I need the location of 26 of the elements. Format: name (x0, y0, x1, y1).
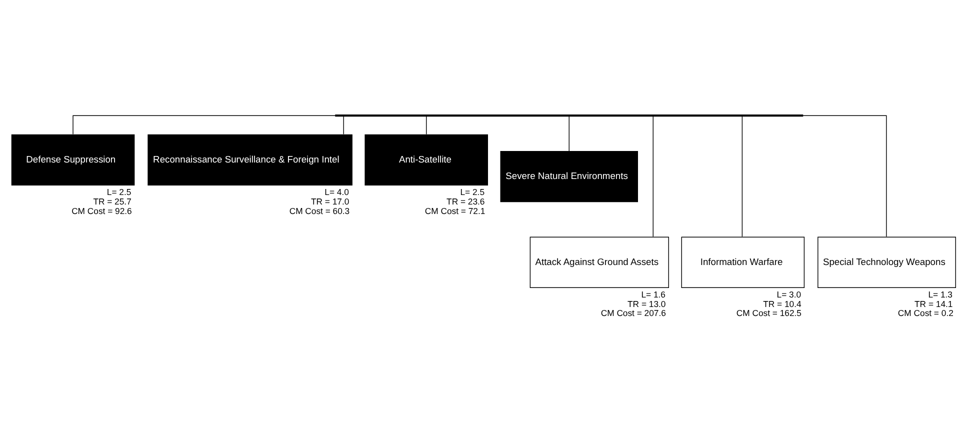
connector (802, 115, 887, 238)
node-label: CM Cost = 72.1 (424, 206, 486, 216)
node-label: TR = 10.4 (763, 298, 802, 309)
connector (568, 116, 570, 152)
node-label: TR = 13.0 (628, 298, 666, 309)
node-label: TR = 17.0 (310, 196, 350, 206)
node-label: L= 3.0 (776, 289, 802, 300)
connector (343, 116, 344, 135)
connector (742, 116, 743, 237)
node-label: L= 1.6 (641, 289, 666, 300)
node-label: CM Cost = 207.6 (600, 308, 666, 318)
connector (426, 116, 427, 135)
node-label: TR = 25.7 (93, 196, 132, 206)
node-label: CM Cost = 162.5 (736, 308, 802, 318)
node-label: L= 1.3 (928, 289, 952, 300)
node-label: L= 2.5 (460, 186, 485, 197)
node-label: CM Cost = 92.6 (72, 206, 132, 216)
node-label: CM Cost = 0.2 (898, 308, 954, 318)
node-label: TR = 23.6 (446, 196, 485, 206)
node-label: CM Cost = 60.3 (289, 206, 350, 216)
node-label: TR = 14.1 (914, 298, 953, 309)
node-label: L= 2.5 (106, 186, 132, 197)
node-bar (335, 114, 804, 117)
node-label: L= 4.0 (324, 186, 349, 197)
connector (652, 116, 654, 237)
connector (72, 115, 336, 135)
